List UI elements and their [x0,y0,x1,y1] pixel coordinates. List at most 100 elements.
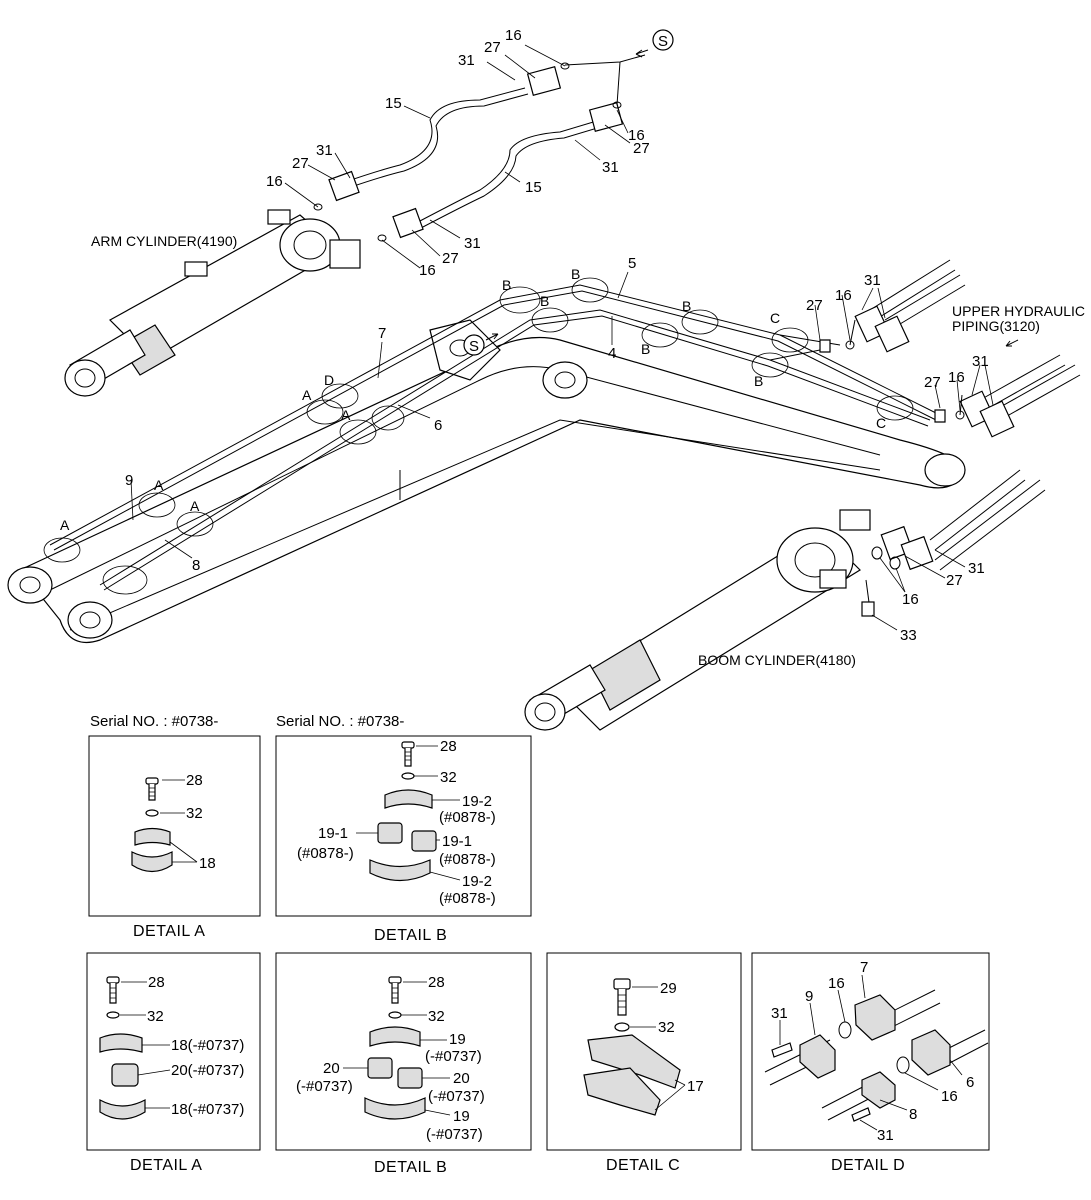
boom-cylinder-label: BOOM CYLINDER(4180) [698,652,856,668]
detail-b-top-19-2: 19-2 [462,793,492,810]
detail-b-top-serial: (#0878-) [439,809,496,826]
callout-27: 27 [442,250,459,267]
marker-a: A [154,477,164,493]
detail-c-17: 17 [687,1078,704,1095]
main-callouts: 16 27 31 15 16 27 31 15 31 27 16 16 27 3… [125,27,989,644]
callout-31: 31 [316,142,333,159]
callout-16: 16 [902,591,919,608]
marker-a: A [302,387,312,403]
detail-d-9: 9 [805,988,813,1005]
callout-31: 31 [968,560,985,577]
marker-b: B [641,341,650,357]
s-label-boom: S [469,338,479,355]
detail-a-bottom-28: 28 [148,974,165,991]
detail-b-top-serial: (#0878-) [297,845,354,862]
detail-a-top-32: 32 [186,805,203,822]
boom-cylinder [524,509,875,731]
marker-b: B [540,293,549,309]
arm-cylinder [64,209,361,397]
detail-b-bottom-serial: (-#0737) [426,1126,483,1143]
detail-marker-letters: B B B B B B C C D A A A A A [60,266,886,533]
marker-b: B [754,373,763,389]
callout-16: 16 [835,287,852,304]
s-marker-boom [463,334,485,356]
detail-d-8: 8 [909,1106,917,1123]
callout-5: 5 [628,255,636,272]
detail-b-bottom-20: 20 [453,1070,470,1087]
detail-d-31: 31 [771,1005,788,1022]
detail-c-32: 32 [658,1019,675,1036]
detail-b-bottom-serial: (-#0737) [425,1048,482,1065]
assembly-captions: ARM CYLINDER(4190) BOOM CYLINDER(4180) U… [91,233,1085,668]
detail-a-top: 28 32 18 [88,735,261,917]
callout-15: 15 [385,95,402,112]
detail-b-bottom-20: 20 [323,1060,340,1077]
upper-piping-label-line2: PIPING(3120) [952,318,1040,334]
hoses-15 [313,54,646,242]
detail-c-29: 29 [660,980,677,997]
s-label-top: S [658,33,668,50]
marker-d: D [324,372,334,388]
detail-b-top-19-1: 19-1 [442,833,472,850]
detail-a-top-28: 28 [186,772,203,789]
detail-a-bottom-32: 32 [147,1008,164,1025]
callout-31: 31 [864,272,881,289]
upper-piping-label-line1: UPPER HYDRAULIC [952,303,1085,319]
boom-body [7,319,966,644]
callout-4: 4 [608,345,616,362]
marker-b: B [682,298,691,314]
callout-33: 33 [900,627,917,644]
callout-16: 16 [505,27,522,44]
upper-piping-fittings [819,259,1081,571]
detail-b-top-19-2: 19-2 [462,873,492,890]
callout-6: 6 [434,417,442,434]
leader-lines [130,44,994,631]
marker-b: B [502,277,511,293]
callout-27: 27 [292,155,309,172]
callout-15: 15 [525,179,542,196]
detail-b-bottom-19: 19 [453,1108,470,1125]
detail-c-title: DETAIL C [606,1157,680,1174]
detail-a-bottom-18: 18(-#0737) [171,1101,244,1118]
callout-31: 31 [458,52,475,69]
detail-b-top-28: 28 [440,738,457,755]
callout-27: 27 [633,140,650,157]
detail-a-top-18: 18 [199,855,216,872]
s-arrow-symbols: S S [463,29,1019,356]
callout-27: 27 [924,374,941,391]
serial-label-a: Serial NO. : #0738- [90,713,218,730]
callout-27: 27 [806,297,823,314]
serial-label-b: Serial NO. : #0738- [276,713,404,730]
detail-d: 31 9 16 7 6 16 8 31 [751,952,990,1151]
detail-a-bottom-title: DETAIL A [130,1157,202,1174]
callout-27: 27 [946,572,963,589]
detail-b-top-serial: (#0878-) [439,890,496,907]
callout-31: 31 [972,353,989,370]
detail-b-top-title: DETAIL B [374,927,447,944]
detail-a-top-title: DETAIL A [133,923,205,940]
callout-16: 16 [266,173,283,190]
detail-b-bottom: 28 32 19 (-#0737) 20 (-#0737) 20 (-#0737… [275,952,532,1151]
detail-d-6: 6 [966,1074,974,1091]
detail-b-top-32: 32 [440,769,457,786]
callout-16: 16 [628,127,645,144]
callout-9: 9 [125,472,133,489]
callout-27: 27 [484,39,501,56]
callout-16: 16 [948,369,965,386]
detail-b-bottom-19: 19 [449,1031,466,1048]
marker-b: B [571,266,580,282]
boom-pipes [49,284,941,591]
marker-a: A [341,407,351,423]
detail-b-top-19-1: 19-1 [318,825,348,842]
detail-b-top-serial: (#0878-) [439,851,496,868]
marker-a: A [60,517,70,533]
arm-cylinder-label: ARM CYLINDER(4190) [91,233,237,249]
marker-a: A [190,498,200,514]
detail-d-31: 31 [877,1127,894,1144]
detail-b-bottom-serial: (-#0737) [428,1088,485,1105]
detail-b-bottom-32: 32 [428,1008,445,1025]
detail-b-bottom-28: 28 [428,974,445,991]
detail-d-16: 16 [828,975,845,992]
detail-b-bottom-title: DETAIL B [374,1159,447,1176]
